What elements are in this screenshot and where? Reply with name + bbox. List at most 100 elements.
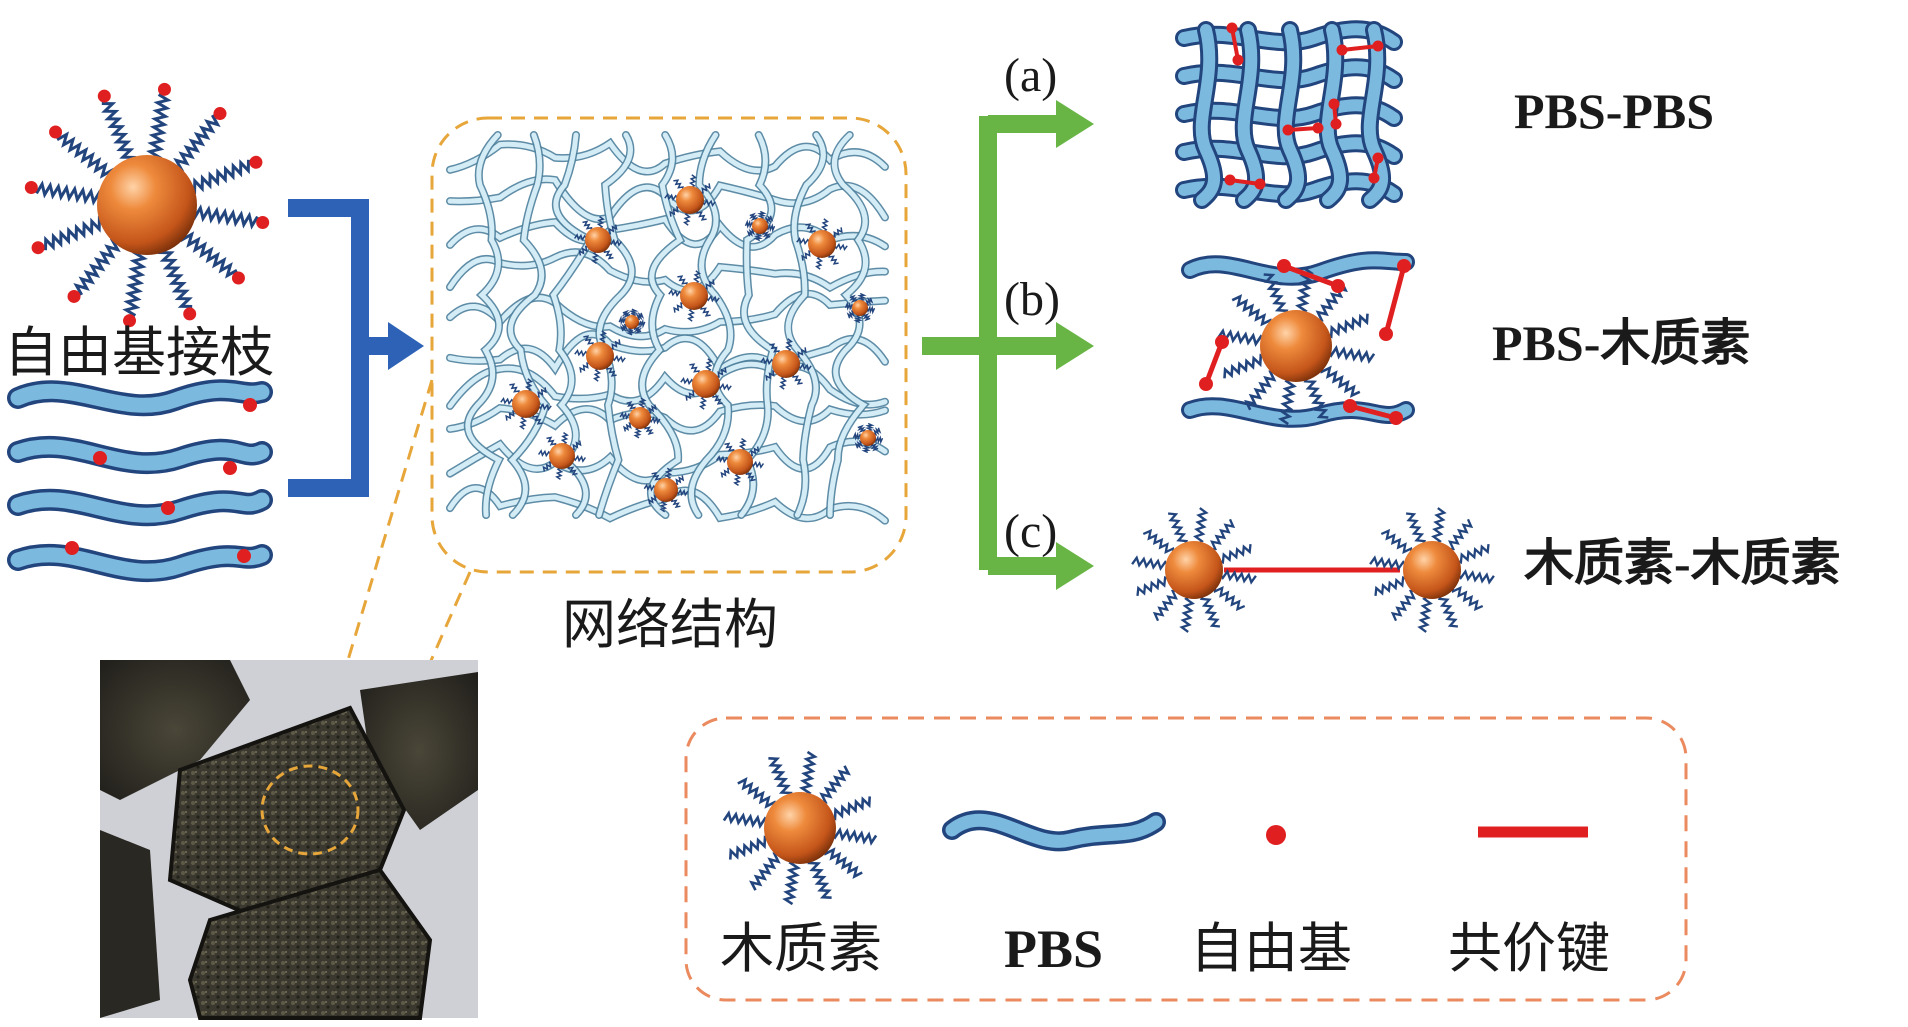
pbs-chain-icon [942,810,1166,852]
grafted-chain [579,362,591,373]
lignin-sphere [1260,310,1332,382]
grafted-chain [829,796,871,821]
grafted-chain [677,275,688,287]
radical-dot [1215,335,1229,349]
grafted-chain [532,413,543,425]
grafted-chain [44,215,106,251]
grafted-chain [689,363,700,375]
radical-dot [161,501,175,515]
grafted-chain [1326,345,1376,365]
grafted-chain [861,444,872,454]
grafted-chain [862,312,871,322]
network-fiber [447,291,888,339]
grafted-chain [578,245,589,256]
grafted-chain [73,238,121,296]
grafted-chain [746,228,756,237]
grafted-chain [1390,589,1416,622]
grafted-chain [779,375,788,390]
radical-dot [67,289,81,303]
lignin-sphere [654,478,678,502]
radical-dot [223,461,237,475]
covalent-bond [1283,263,1339,289]
pbs-chain [1237,24,1263,206]
radical-dot [1199,377,1213,391]
pbs-pbs-mesh [1175,20,1403,209]
grafted-chain [705,294,720,303]
grafted-chain [805,223,816,235]
grafted-chain [729,835,771,860]
grafted-chain [864,297,874,306]
grafted-chain [1456,569,1495,585]
radical-dot [24,181,38,195]
blue-bracket-arrow [288,199,424,497]
lignin-sphere [1165,541,1223,599]
radical-dot [1330,118,1342,130]
grafted-chain [820,218,829,233]
grafted-chain [591,250,600,265]
grafted-chain [866,304,876,315]
radical-dot [1397,259,1411,273]
grafted-chain [621,309,631,319]
grafted-chain [611,354,626,363]
zoom-circle [260,764,360,856]
lignin-sphere [549,443,575,469]
grafted-chain [669,206,681,217]
grafted-chain [733,472,742,487]
grafted-chain [188,159,250,195]
grafted-chain [712,393,723,405]
radical-dot [1372,152,1384,164]
radical-dot [1232,54,1244,66]
grafted-chain [633,427,642,439]
grafted-chain [687,307,696,322]
grafted-chain [704,358,713,373]
grafted-chain [828,253,839,265]
grafted-chain [670,498,681,509]
grafted-chain [703,279,715,290]
covalent-bond [1341,44,1379,52]
grafted-chain [1325,313,1369,339]
grafted-chain [146,93,172,162]
pbs-chain [10,439,270,471]
grafted-chain [807,857,832,899]
branch-tag-a: (a) [1004,49,1058,102]
grafted-chain [784,338,793,353]
legend-label-lignin: 木质素 [720,917,882,980]
lignin-sphere [586,342,614,370]
grafted-chain [1451,586,1484,612]
lignin-sphere [97,155,197,255]
grafted-chain [122,248,148,317]
grafted-chain [625,327,636,336]
radical-dot [1368,172,1380,184]
pbs-lignin-structure [1181,251,1415,428]
grafted-chain [699,183,711,194]
grafted-chain [644,425,654,435]
grafted-chain [696,209,707,221]
grafted-chain [797,362,812,371]
pbs-chain [1321,24,1347,206]
network-structure [446,131,889,525]
grafted-chain [688,174,697,189]
grafted-chain [1455,543,1490,565]
grafted-chain [864,422,875,432]
grafted-chain [582,220,593,231]
covalent-bond [1383,265,1407,335]
grafted-chain [815,255,824,270]
grafted-chain [1320,365,1361,398]
grafted-chain [683,211,692,226]
grafted-chain [509,383,520,395]
grafted-chain [628,308,639,317]
lignin-sphere [772,350,800,378]
radical-dot [256,215,270,229]
lignin-sphere [512,390,540,418]
network-fiber [447,249,888,293]
lignin-sphere [860,430,876,446]
grafted-chain [190,204,259,230]
grafted-chain [872,427,882,436]
grafted-chain [560,431,569,446]
network-fiber [785,132,826,518]
radical-dot [1226,22,1238,34]
grafted-chain [668,289,683,298]
grafted-chain [674,475,685,486]
network-fiber [639,132,684,518]
lignin-lignin-structure [1131,507,1495,633]
